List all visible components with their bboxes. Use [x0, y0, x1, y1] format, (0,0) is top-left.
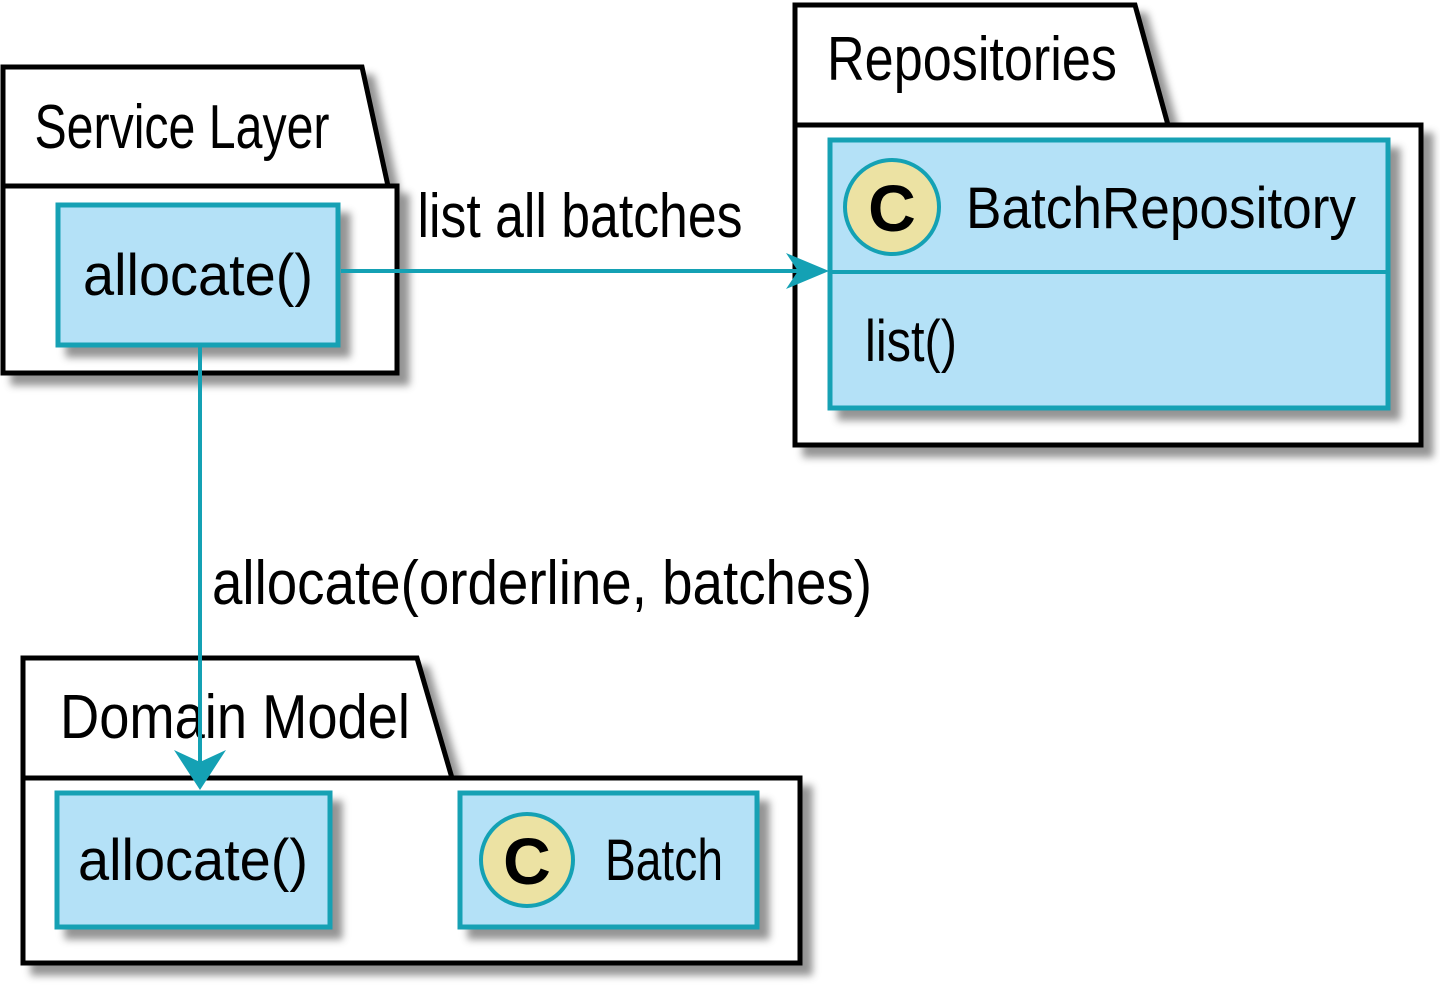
domain-model-title: Domain Model: [60, 683, 410, 752]
edge-service-to-repositories: list all batches: [341, 182, 829, 289]
domain-allocate-box: [54, 790, 333, 930]
class-stereotype-icon: [843, 158, 941, 256]
edge-label-allocate-call: allocate(orderline, batches): [212, 549, 872, 618]
edge-service-to-domain: allocate(orderline, batches): [174, 345, 872, 790]
batch-stereotype-icon: [479, 812, 575, 908]
edge-label-list-all-batches: list all batches: [418, 182, 743, 251]
service-allocate-label: allocate(): [83, 243, 313, 308]
arrowhead-right-icon: [786, 253, 829, 289]
batch-class-name: Batch: [605, 828, 723, 893]
repositories-title: Repositories: [827, 25, 1117, 94]
batch-repository-name: BatchRepository: [966, 176, 1356, 241]
domain-allocate-label: allocate(): [78, 828, 308, 893]
class-stereotype-letter: C: [868, 171, 916, 245]
service-layer-title: Service Layer: [35, 93, 330, 162]
batch-stereotype-letter: C: [503, 824, 551, 898]
list-method-label: list(): [865, 309, 957, 374]
arrowhead-down-icon: [174, 750, 226, 790]
